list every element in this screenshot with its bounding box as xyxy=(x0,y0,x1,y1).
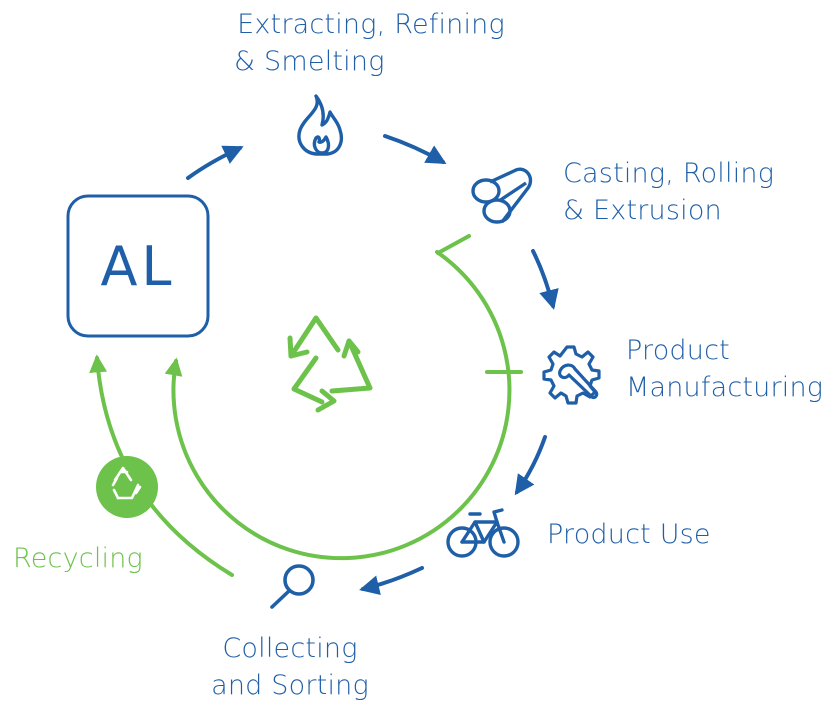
recycling-label: Recycling xyxy=(13,543,143,574)
process-arrows xyxy=(186,134,559,595)
stage-label-casting-line2: & Extrusion xyxy=(563,195,722,226)
stage-label-collecting-line1: Collecting xyxy=(222,633,358,664)
ingot-rolls-icon xyxy=(471,167,533,224)
stage-label-manufacturing: Product Manufacturing xyxy=(626,332,823,406)
stage-label-use-line1: Product Use xyxy=(547,519,711,550)
flame-icon xyxy=(297,94,344,156)
arrow-extracting-to-casting xyxy=(383,134,447,164)
stage-label-extracting: Extracting, Refining & Smelting xyxy=(226,6,516,80)
aluminium-element-box xyxy=(66,194,210,338)
stage-label-collecting-line2: and Sorting xyxy=(211,670,369,701)
stage-label-manufacturing-line1: Product xyxy=(626,335,730,366)
stage-label-casting: Casting, Rolling & Extrusion xyxy=(563,155,774,229)
stage-label-use: Product Use xyxy=(547,516,711,553)
arrow-use-to-collecting xyxy=(359,566,424,595)
recycling-badge xyxy=(96,456,158,518)
stage-label-manufacturing-line2: Manufacturing xyxy=(626,372,824,403)
gear-wrench-icon xyxy=(542,345,601,405)
recycle-icon xyxy=(287,315,373,413)
branch-from-casting xyxy=(436,234,471,255)
arrow-manufacturing-to-use xyxy=(514,435,547,496)
arrow-al-to-extracting xyxy=(186,145,244,180)
stage-label-collecting: Collecting and Sorting xyxy=(190,630,390,704)
stage-label-casting-line1: Casting, Rolling xyxy=(563,158,775,189)
stage-label-extracting-line1: Extracting, Refining xyxy=(237,9,505,40)
aluminium-symbol: AL xyxy=(100,234,176,298)
stage-label-extracting-line2: & Smelting xyxy=(234,46,385,77)
arrow-casting-to-manufacturing xyxy=(531,249,559,310)
recycle-small-icon xyxy=(111,466,142,500)
magnifier-icon xyxy=(270,564,315,609)
inner-recycle-arc xyxy=(164,250,512,561)
bicycle-icon xyxy=(446,508,520,558)
